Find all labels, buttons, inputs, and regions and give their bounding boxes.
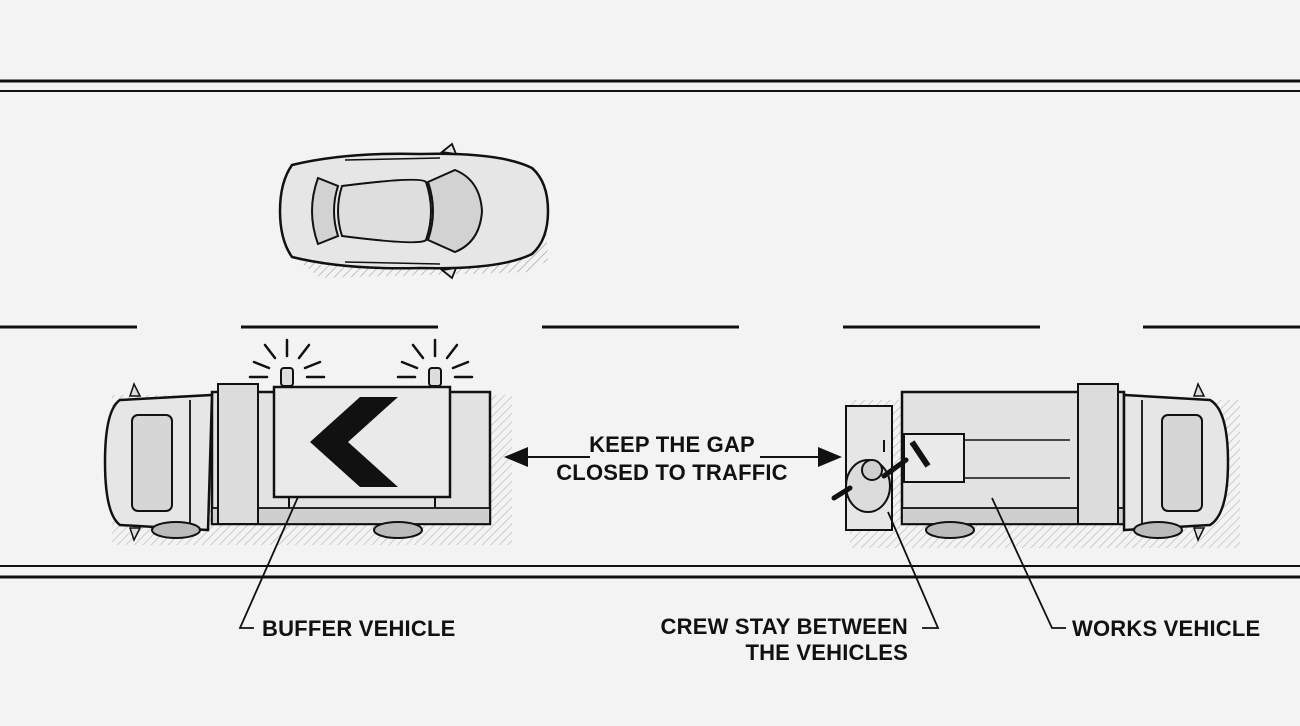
buffer-truck (103, 338, 512, 545)
road (0, 79, 1300, 579)
chevron-left-arrow-sign (310, 397, 398, 487)
car-roof (337, 178, 432, 244)
truck-wheel (151, 521, 201, 539)
crew-leader-line (887, 511, 940, 629)
car-windshield (426, 168, 484, 254)
works-vehicle-label: WORKS VEHICLE (1072, 616, 1260, 641)
gap-label-line1: KEEP THE GAP (589, 432, 755, 457)
truck-bed-rail (211, 507, 491, 525)
car-rear-window (311, 176, 340, 246)
warning-beacon (248, 338, 326, 387)
crew-label-line2: THE VEHICLES (745, 640, 908, 665)
gap-label-line2: CLOSED TO TRAFFIC (556, 460, 788, 485)
warning-beacon (396, 338, 474, 387)
works-leader-line (991, 497, 1066, 629)
worker (831, 440, 931, 513)
truck-wheel (1133, 521, 1183, 539)
buffer-leader-line (238, 496, 299, 629)
worker-head (861, 459, 883, 481)
equipment-box (903, 433, 965, 483)
truck-wheel (925, 521, 975, 539)
crew-label-line1: CREW STAY BETWEEN (661, 614, 908, 639)
car (278, 142, 550, 280)
works-truck (845, 382, 1240, 548)
truck-wheel (373, 521, 423, 539)
buffer-vehicle-label: BUFFER VEHICLE (262, 616, 455, 641)
